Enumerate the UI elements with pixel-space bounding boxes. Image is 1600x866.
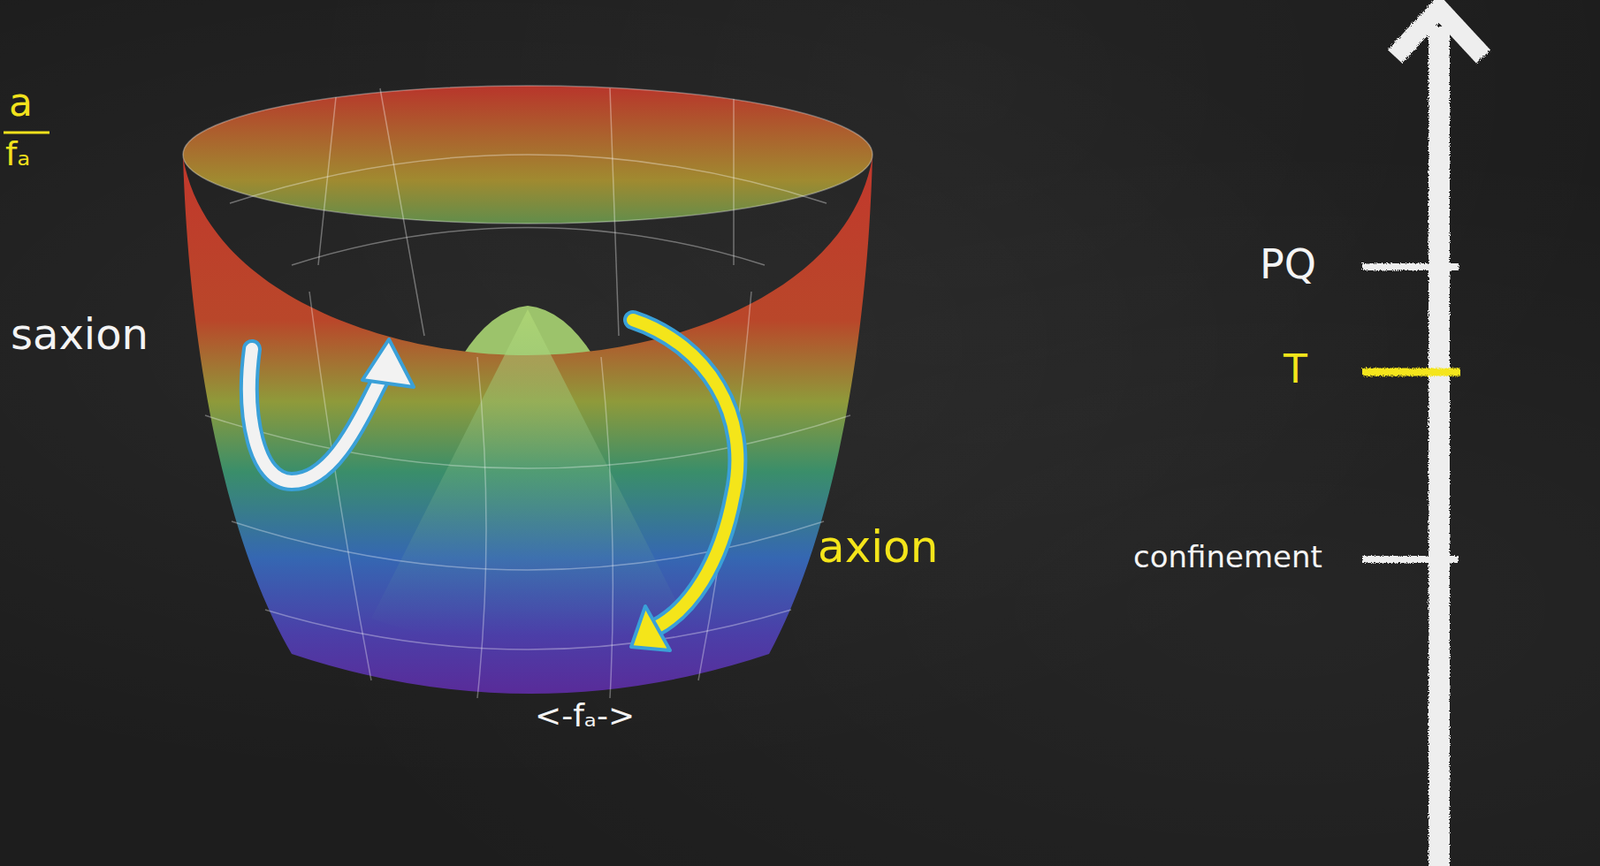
interior-grid <box>229 88 827 336</box>
axion-arrow-outline <box>632 320 738 628</box>
saxion-arrow-outline <box>249 349 381 482</box>
grid-line <box>309 291 372 681</box>
axion-arrow <box>632 320 738 628</box>
grid-line <box>380 88 425 336</box>
axion-arrowhead <box>631 606 671 651</box>
scale-label: PQ <box>1259 242 1317 288</box>
grid-line <box>732 99 735 266</box>
saxion-label: saxion <box>10 311 149 359</box>
grid-line <box>205 415 851 469</box>
scale-label: confinement <box>1133 540 1323 574</box>
fraction-denominator: fₐ <box>5 136 31 174</box>
grid-line <box>291 228 765 267</box>
t-tick <box>1362 368 1461 377</box>
pq-tick <box>1362 263 1459 271</box>
fraction-numerator: a <box>8 81 33 124</box>
grid-line <box>229 154 827 204</box>
grid-line <box>318 97 336 266</box>
saxion-arrow <box>249 349 381 482</box>
decay-constant-label: <-fₐ-> <box>534 698 635 734</box>
axis-line <box>1428 26 1450 866</box>
fraction-bar <box>3 131 50 135</box>
saxion-arrowhead <box>362 339 414 388</box>
grid-line <box>265 609 792 650</box>
grid-line <box>609 88 619 336</box>
axion-label: axion <box>817 523 938 572</box>
bowl-interior <box>182 85 873 224</box>
front-grid <box>182 85 873 699</box>
axis-arrowhead <box>1394 8 1484 57</box>
scale-label: T <box>1283 348 1308 391</box>
grid-line <box>477 357 487 699</box>
hump-glow <box>371 309 686 646</box>
temperature-axis <box>1362 8 1484 866</box>
rim-line <box>182 85 873 224</box>
confinement-tick <box>1362 556 1459 564</box>
grid-line <box>601 357 613 699</box>
bowl-front <box>182 157 873 694</box>
